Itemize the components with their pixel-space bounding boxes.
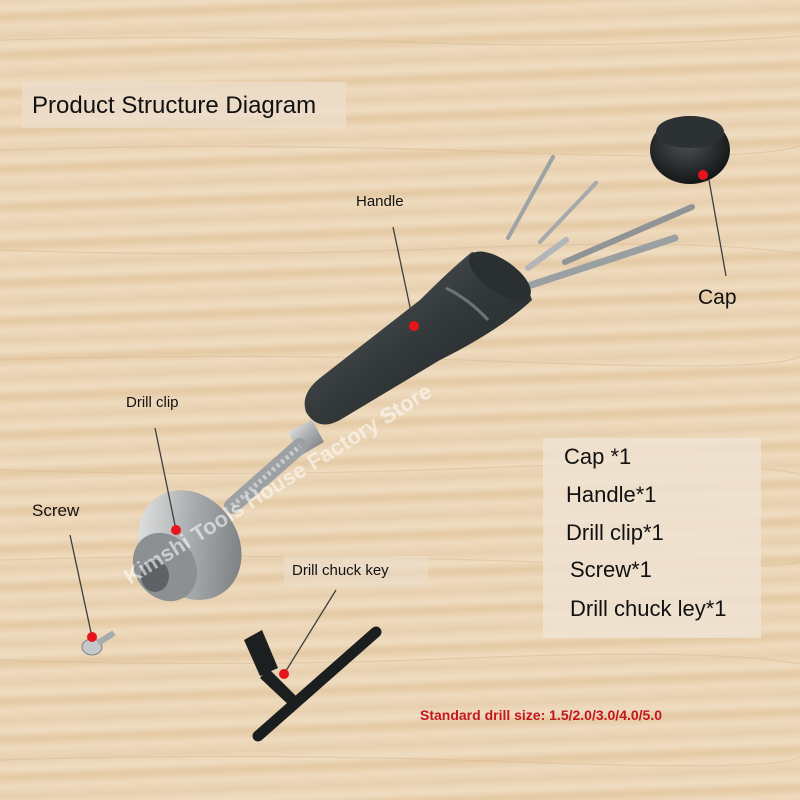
- label-drill-chuck-key: Drill chuck key: [292, 562, 389, 579]
- drill-clip: [132, 490, 242, 602]
- chuck-key-label-backdrop: [284, 556, 428, 586]
- screw: [81, 630, 116, 656]
- shaft: [224, 420, 324, 514]
- handle: [304, 251, 532, 425]
- marker-chuck-key-icon: [279, 669, 289, 679]
- title-backdrop: [22, 82, 346, 128]
- contents-panel: [543, 438, 761, 638]
- contents-item-screw: Screw*1: [570, 557, 652, 582]
- contents-item-cap: Cap *1: [564, 444, 632, 469]
- label-handle: Handle: [356, 193, 404, 210]
- diagram-title: Product Structure Diagram: [32, 92, 317, 119]
- red-markers: [87, 170, 708, 679]
- contents-item-chuck-key: Drill chuck ley*1: [570, 596, 727, 621]
- contents-item-handle: Handle*1: [566, 482, 657, 507]
- label-cap: Cap: [698, 286, 737, 309]
- label-screw: Screw: [32, 501, 80, 520]
- marker-drill-clip-icon: [171, 525, 181, 535]
- leader-lines: [69, 179, 727, 675]
- cap: [650, 116, 730, 184]
- contents-item-drill-clip: Drill clip*1: [566, 520, 664, 545]
- marker-screw-icon: [87, 632, 97, 642]
- marker-handle-icon: [409, 321, 419, 331]
- drill-size-note: Standard drill size: 1.5/2.0/3.0/4.0/5.0: [420, 707, 663, 723]
- marker-cap-icon: [698, 170, 708, 180]
- drill-chuck-key: [244, 626, 382, 742]
- drill-bits: [506, 155, 695, 290]
- label-drill-clip: Drill clip: [126, 394, 179, 411]
